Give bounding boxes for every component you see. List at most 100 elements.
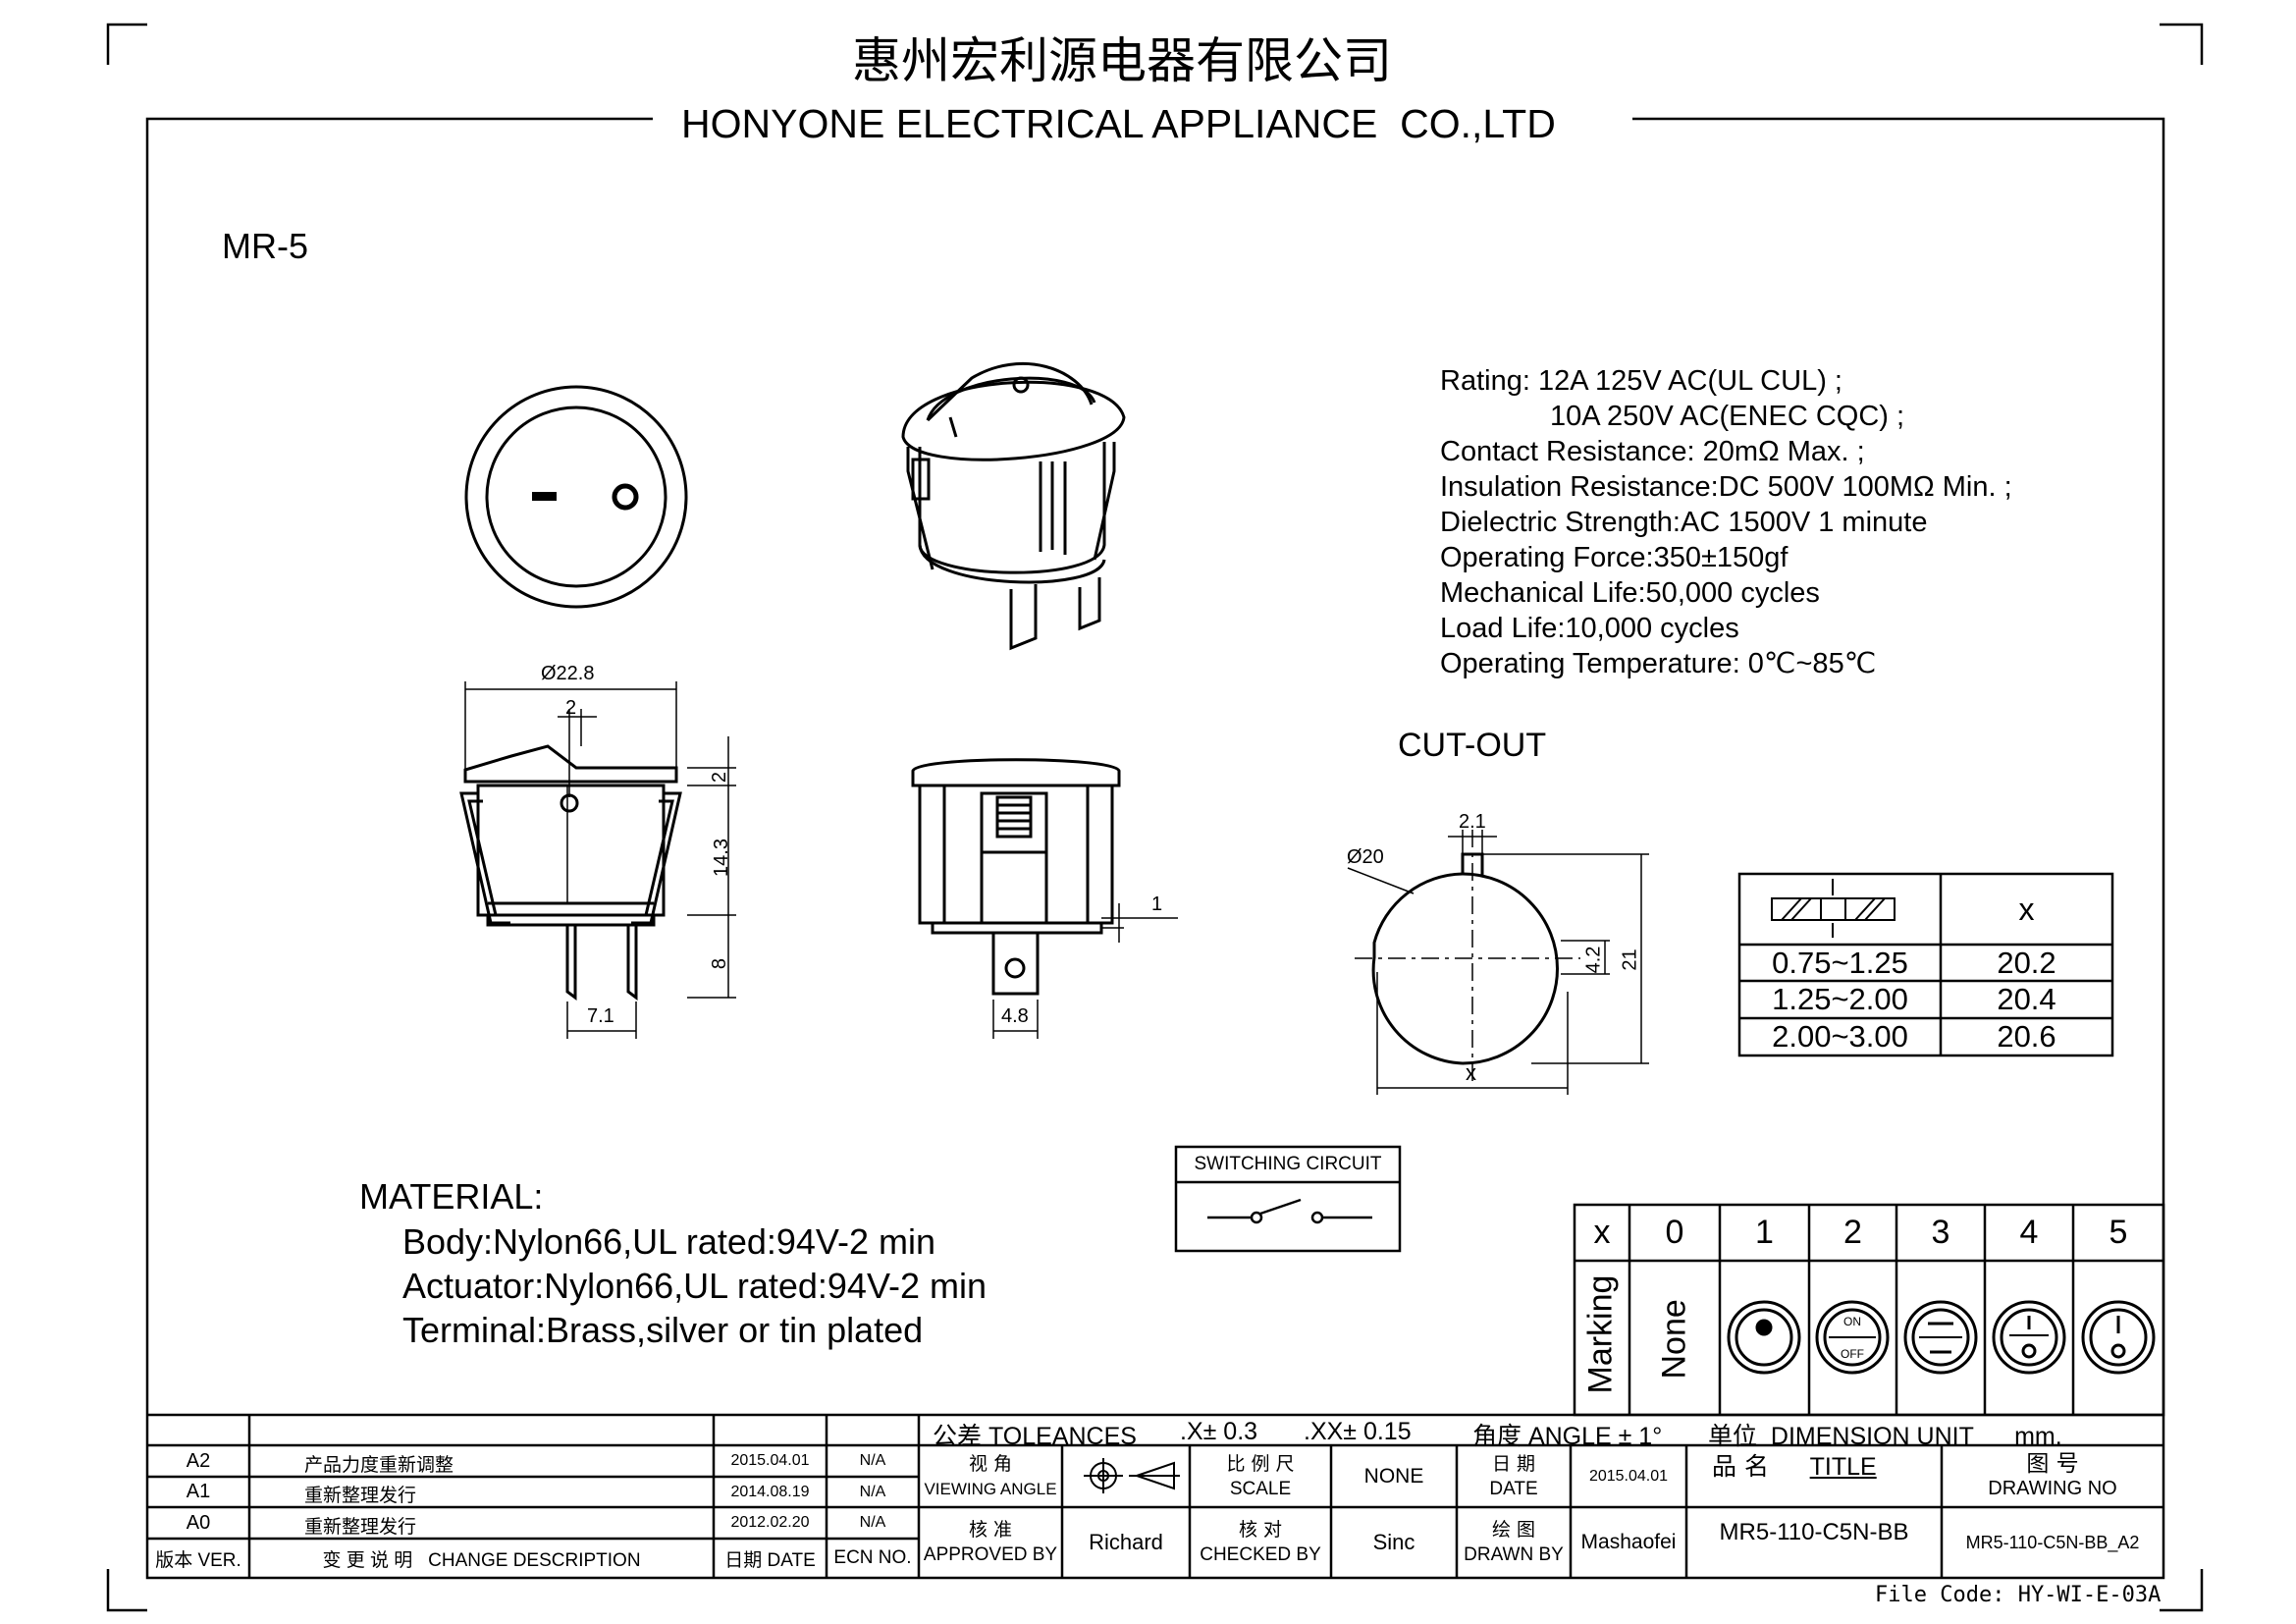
hdr-desc: 变 更 说 明 CHANGE DESCRIPTION (322, 1549, 641, 1571)
approved-en: APPROVED BY (923, 1544, 1058, 1565)
rev-a0-ver: A0 (186, 1511, 211, 1534)
marking-header-1: 1 (1755, 1214, 1774, 1251)
cutout-diameter: Ø20 (1347, 846, 1384, 868)
marking-header-5: 5 (2109, 1214, 2128, 1251)
unit-en: DIMENSION UNIT (1770, 1423, 1974, 1450)
approved-value: Richard (1089, 1530, 1163, 1554)
scale-en: SCALE (1229, 1479, 1292, 1499)
marking-none: None (1655, 1299, 1693, 1380)
rev-a2-ver: A2 (186, 1449, 211, 1472)
scale-cn: 比 例 尺 (1226, 1453, 1295, 1475)
date-en: DATE (1489, 1479, 1538, 1499)
thickness-x-1: 20.2 (1997, 945, 2056, 980)
marking-header-4: 4 (2019, 1214, 2039, 1251)
marking-label: Marking (1581, 1274, 1620, 1394)
cutout-title: CUT-OUT (1398, 727, 1547, 764)
date-label: 日 期 DATE (1457, 1447, 1571, 1506)
rev-a0-ecn: N/A (859, 1514, 886, 1531)
panel-thickness-icon (1771, 879, 1896, 938)
material-body: Body:Nylon66,UL rated:94V-2 min (402, 1221, 935, 1262)
checked-en: CHECKED BY (1200, 1544, 1321, 1565)
angle-tolerance: 角度 ANGLE ± 1° (1472, 1423, 1663, 1450)
approved-label: 核 准 APPROVED BY (919, 1509, 1062, 1576)
rev-a1-ver: A1 (186, 1481, 211, 1502)
rev-a0-desc: 重新整理发行 (304, 1516, 417, 1538)
drawing-no-label: 图 号 DRAWING NO (1942, 1447, 2163, 1506)
front-view (464, 385, 688, 609)
corner-marks (106, 23, 2204, 1612)
cutout-key-width: 2.1 (1459, 811, 1486, 833)
checked-label: 核 对 CHECKED BY (1190, 1509, 1331, 1576)
unit-value: mm. (2014, 1423, 2062, 1450)
spec-mechanical-life: Mechanical Life:50,000 cycles (1440, 577, 1820, 609)
checked-value: Sinc (1372, 1530, 1415, 1554)
model-label: MR-5 (222, 226, 308, 266)
dim-body-height: 14.3 (710, 839, 732, 877)
company-name-en: HONYONE ELECTRICAL APPLIANCE CO.,LTD (675, 100, 1562, 147)
dim-actuator-offset: 2 (565, 697, 577, 719)
thickness-table (1737, 872, 2114, 1057)
marking-header-x: x (1593, 1214, 1611, 1251)
iso-view (901, 362, 1126, 651)
checked-cn: 核 对 (1238, 1519, 1283, 1541)
hdr-date: 日期 DATE (724, 1549, 816, 1571)
dimension-unit: 单位 DIMENSION UNIT mm. (1708, 1417, 2062, 1452)
viewing-angle-en: VIEWING ANGLE (924, 1480, 1057, 1498)
title-value: MR5-110-C5N-BB (1719, 1519, 1909, 1545)
rev-a1-date: 2014.08.19 (730, 1483, 810, 1500)
side-view-right (911, 758, 1121, 996)
material-title: MATERIAL: (359, 1176, 544, 1217)
spec-contact-resistance: Contact Resistance: 20mΩ Max. ; (1440, 436, 1865, 467)
hdr-ver: 版本 VER. (155, 1549, 241, 1571)
marking-icon-2 (1815, 1300, 1890, 1375)
cutout-key-depth: 4.2 (1582, 946, 1605, 974)
side-view-right-dims (992, 903, 1178, 1039)
side-view-dims (464, 681, 736, 1039)
rev-a1-desc: 重新整理发行 (304, 1485, 417, 1506)
thickness-x-2: 20.4 (1997, 982, 2056, 1016)
marking-header-2: 2 (1843, 1214, 1862, 1251)
title-label: 品 名 TITLE (1712, 1447, 1877, 1483)
rev-a2-ecn: N/A (859, 1452, 886, 1469)
cutout-dims (1347, 830, 1649, 1095)
thickness-x-3: 20.6 (1997, 1019, 2056, 1054)
tolerance-x: .X± 0.3 (1180, 1418, 1258, 1445)
drawn-label: 绘 图 DRAWN BY (1457, 1509, 1571, 1576)
date-cn: 日 期 (1491, 1453, 1536, 1475)
tolerance-label: 公差 TOLEANCES (933, 1417, 1137, 1452)
title-block-lines (147, 1413, 2163, 1578)
date-value: 2015.04.01 (1588, 1467, 1669, 1485)
marking-icon-4 (1992, 1300, 2066, 1375)
unit-cn: 单位 (1708, 1422, 1758, 1450)
dim-diameter: Ø22.8 (541, 663, 595, 684)
marking-icon-off-text: OFF (1841, 1347, 1864, 1361)
spec-rating-enec: 10A 250V AC(ENEC CQC) ; (1550, 401, 1905, 432)
thickness-range-3: 2.00~3.00 (1772, 1019, 1908, 1054)
hdr-ecn: ECN NO. (833, 1547, 912, 1568)
rev-a2-desc: 产品力度重新调整 (304, 1454, 454, 1476)
marking-header-3: 3 (1931, 1214, 1950, 1251)
cutout-width: x (1466, 1060, 1476, 1085)
switching-circuit-label: SWITCHING CIRCUIT (1194, 1154, 1382, 1174)
switching-circuit-box (1174, 1145, 1402, 1253)
marking-icon-on-text: ON (1843, 1315, 1861, 1328)
viewing-angle-icon (1084, 1458, 1180, 1493)
tolerance-cn: 公差 (933, 1422, 983, 1450)
viewing-angle-cn: 视 角 (968, 1453, 1013, 1475)
spec-list: Rating: 12A 125V AC(UL CUL) ; 10A 250V A… (1440, 363, 2012, 681)
outer-border (145, 117, 2165, 1580)
thickness-range-2: 1.25~2.00 (1772, 982, 1908, 1016)
company-name-cn: 惠州宏利源电器有限公司 (852, 32, 1392, 89)
marking-icon-5 (2081, 1300, 2156, 1375)
dim-terminal-pitch: 7.1 (587, 1005, 614, 1027)
scale-value: NONE (1363, 1464, 1424, 1488)
marking-icon-3 (1903, 1300, 1978, 1375)
drawing-no-en: DRAWING NO (1988, 1478, 2117, 1499)
drawn-value: Mashaofei (1580, 1531, 1677, 1553)
material-terminal: Terminal:Brass,silver or tin plated (402, 1310, 924, 1350)
dim-terminal-thickness: 1 (1151, 893, 1163, 915)
spec-operating-force: Operating Force:350±150gf (1440, 542, 1789, 573)
spec-insulation-resistance: Insulation Resistance:DC 500V 100MΩ Min.… (1440, 471, 2012, 503)
viewing-angle-label: 视 角 VIEWING ANGLE (919, 1447, 1062, 1506)
file-code: File Code: HY-WI-E-03A (1875, 1583, 2162, 1607)
